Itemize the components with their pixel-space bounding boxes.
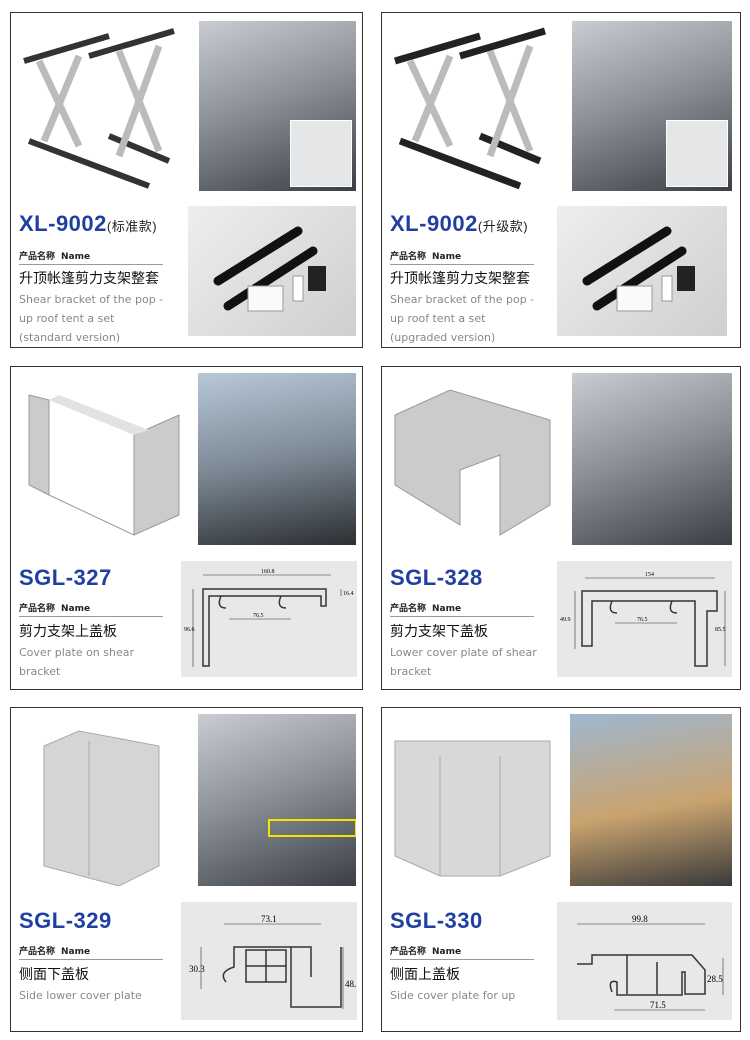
product-card-sgl-329: SGL-329 产品名称 Name 侧面下盖板 Side lower cover … xyxy=(10,707,363,1032)
profile-render xyxy=(390,375,552,545)
dim-height-left: 49.9 xyxy=(560,617,571,623)
name-label: 产品名称 Name xyxy=(390,249,534,265)
dim-width: 99.8 xyxy=(632,914,648,924)
product-name-en: Side cover plate for up xyxy=(390,989,516,1002)
product-name-cn: 剪力支架下盖板 xyxy=(390,624,488,640)
product-card-sgl-327: SGL-327 产品名称 Name 剪力支架上盖板 Cover plate on … xyxy=(10,366,363,690)
dim-width: 154 xyxy=(645,572,654,578)
name-label: 产品名称 Name xyxy=(19,944,163,960)
name-label-cn: 产品名称 xyxy=(19,252,56,262)
product-code: SGL-328 xyxy=(390,565,483,590)
name-label: 产品名称 Name xyxy=(390,601,534,617)
name-label-cn: 产品名称 xyxy=(390,947,427,957)
tent-photo xyxy=(199,21,356,191)
product-code: XL-9002(升级款) xyxy=(390,211,528,237)
name-label-cn: 产品名称 xyxy=(390,604,427,614)
dim-height: 28.5 xyxy=(707,974,723,984)
profile-drawing: 160.8 76.5 96.6 16.4 xyxy=(181,561,357,677)
scissor-bracket-render xyxy=(19,21,181,191)
highlight-box xyxy=(268,819,356,837)
product-name-cn: 侧面上盖板 xyxy=(390,967,460,983)
product-name-cn: 升顶帐篷剪力支架整套 xyxy=(390,271,530,287)
product-name-en: Cover plate on shear bracket xyxy=(19,646,134,678)
dim-height-right: 48.1 xyxy=(345,979,357,989)
actuator-photo xyxy=(557,206,727,336)
name-label-en: Name xyxy=(61,604,91,614)
name-label-cn: 产品名称 xyxy=(390,252,427,262)
product-code: XL-9002(标准款) xyxy=(19,211,157,237)
actuator-photo xyxy=(188,206,356,336)
profile-render xyxy=(390,716,552,886)
application-photo xyxy=(572,373,732,545)
dim-height: 96.6 xyxy=(184,627,195,633)
name-label: 产品名称 Name xyxy=(19,249,163,265)
product-name-en: Shear bracket of the pop - up roof tent … xyxy=(19,293,164,344)
inset-photo xyxy=(666,120,728,187)
code-text: XL-9002 xyxy=(390,211,478,236)
product-code: SGL-329 xyxy=(19,908,112,933)
dim-width: 73.1 xyxy=(261,914,277,924)
name-label-en: Name xyxy=(61,947,91,957)
product-card-sgl-330: SGL-330 产品名称 Name 侧面上盖板 Side cover plate … xyxy=(381,707,741,1032)
name-label-cn: 产品名称 xyxy=(19,604,56,614)
name-label-en: Name xyxy=(432,604,462,614)
product-name-cn: 侧面下盖板 xyxy=(19,967,89,983)
dim-height-left: 30.3 xyxy=(189,964,205,974)
name-label: 产品名称 Name xyxy=(390,944,534,960)
product-name-en: Lower cover plate of shear bracket xyxy=(390,646,537,678)
product-card-xl-9002-upgraded: XL-9002(升级款) 产品名称 Name 升顶帐篷剪力支架整套 Shear b… xyxy=(381,12,741,348)
dim-lip: 16.4 xyxy=(343,591,354,597)
dim-slot: 76.5 xyxy=(637,617,648,623)
name-label-cn: 产品名称 xyxy=(19,947,56,957)
dim-slot: 76.5 xyxy=(253,613,264,619)
product-card-xl-9002-standard: XL-9002(标准款) 产品名称 Name 升顶帐篷剪力支架整套 Shear b… xyxy=(10,12,363,348)
profile-drawing: 99.8 71.5 28.5 xyxy=(557,902,732,1020)
application-photo xyxy=(198,714,356,886)
dim-width: 160.8 xyxy=(261,569,275,575)
profile-drawing: 154 76.5 49.9 85.5 xyxy=(557,561,732,677)
product-name-en: Shear bracket of the pop - up roof tent … xyxy=(390,293,535,344)
variant-text: (标准款) xyxy=(106,219,158,234)
dim-height-right: 85.5 xyxy=(715,627,726,633)
variant-text: (升级款) xyxy=(477,219,529,234)
profile-drawing: 73.1 30.3 48.1 xyxy=(181,902,357,1020)
name-label-en: Name xyxy=(61,252,91,262)
name-label-en: Name xyxy=(432,947,462,957)
code-text: XL-9002 xyxy=(19,211,107,236)
dim-bottom-width: 71.5 xyxy=(650,1000,666,1010)
application-photo xyxy=(198,373,356,545)
application-photo xyxy=(570,714,732,886)
profile-render xyxy=(19,716,181,886)
product-name-cn: 剪力支架上盖板 xyxy=(19,624,117,640)
scissor-bracket-render xyxy=(390,21,552,191)
product-name-en: Side lower cover plate xyxy=(19,989,142,1002)
name-label-en: Name xyxy=(432,252,462,262)
product-name-cn: 升顶帐篷剪力支架整套 xyxy=(19,271,159,287)
product-code: SGL-327 xyxy=(19,565,112,590)
product-code: SGL-330 xyxy=(390,908,483,933)
tent-photo xyxy=(572,21,732,191)
inset-photo xyxy=(290,120,352,187)
product-card-sgl-328: SGL-328 产品名称 Name 剪力支架下盖板 Lower cover pla… xyxy=(381,366,741,690)
profile-render xyxy=(19,375,181,545)
name-label: 产品名称 Name xyxy=(19,601,163,617)
